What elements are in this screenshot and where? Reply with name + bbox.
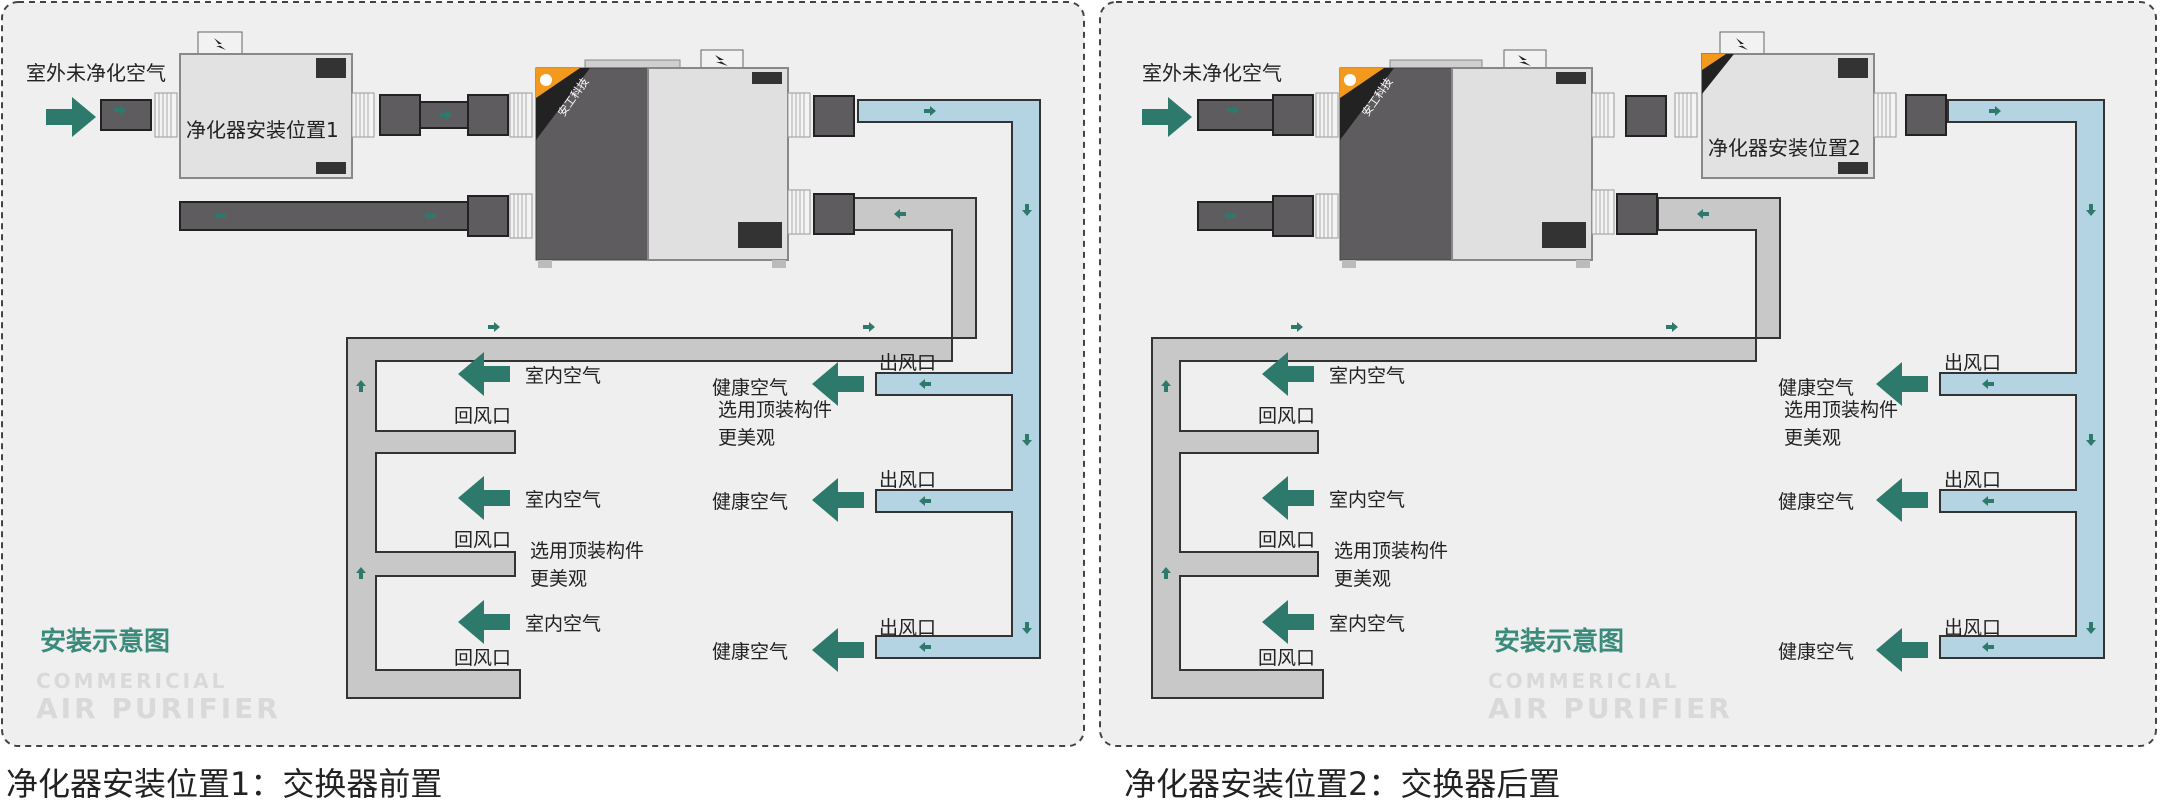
outlet-vent-label: 出风口 bbox=[1944, 469, 2001, 491]
power-icon bbox=[214, 38, 226, 50]
return-vent-label: 回风口 bbox=[454, 647, 511, 669]
indoor-air-label: 室内空气 bbox=[1329, 489, 1405, 511]
return-vent-label: 回风口 bbox=[454, 405, 511, 427]
purifier-unit: 净化器安装位置2 bbox=[1701, 31, 1875, 179]
indoor-air-label: 室内空气 bbox=[1329, 365, 1405, 387]
note-line: 选用顶装构件 bbox=[1334, 540, 1448, 562]
outdoor-air-label: 室外未净化空气 bbox=[26, 61, 166, 85]
note-line: 更美观 bbox=[530, 568, 587, 590]
indoor-air-label: 室内空气 bbox=[525, 613, 601, 635]
return-vent-label: 回风口 bbox=[1258, 405, 1315, 427]
note-line: 更美观 bbox=[1784, 427, 1841, 449]
healthy-air-label: 健康空气 bbox=[1778, 377, 1854, 399]
panel-1: 净化器安装位置1 安工科技 bbox=[1, 1, 1085, 803]
outdoor-air-label: 室外未净化空气 bbox=[1142, 61, 1282, 85]
indoor-air-label: 室内空气 bbox=[1329, 613, 1405, 635]
diagram-title: 安装示意图 bbox=[1494, 626, 1624, 657]
purifier-location-label: 净化器安装位置1 bbox=[186, 118, 339, 142]
healthy-air-label: 健康空气 bbox=[1778, 641, 1854, 663]
watermark-line-1: COMMERICIAL bbox=[1488, 669, 1679, 693]
panel-caption: 净化器安装位置1：交换器前置 bbox=[6, 765, 442, 803]
outlet-vent-label: 出风口 bbox=[879, 617, 936, 639]
note-line: 更美观 bbox=[1334, 568, 1391, 590]
indoor-air-label: 室内空气 bbox=[525, 365, 601, 387]
diagram-title: 安装示意图 bbox=[40, 626, 170, 657]
healthy-air-label: 健康空气 bbox=[712, 377, 788, 399]
indoor-air-label: 室内空气 bbox=[525, 489, 601, 511]
outlet-vent-label: 出风口 bbox=[879, 469, 936, 491]
return-vent-label: 回风口 bbox=[454, 529, 511, 551]
healthy-air-label: 健康空气 bbox=[712, 491, 788, 513]
watermark-line-2: AIR PURIFIER bbox=[36, 692, 281, 725]
healthy-air-label: 健康空气 bbox=[1778, 491, 1854, 513]
panel-2: 安工科技 净化器安装位置2 室外未净化空气 室内空气 回风口 bbox=[1099, 1, 2157, 803]
exhaust-duct bbox=[179, 201, 471, 231]
supply-duct bbox=[857, 99, 1041, 659]
note-line: 选用顶装构件 bbox=[1784, 399, 1898, 421]
heat-exchanger-unit: 安工科技 bbox=[535, 49, 789, 268]
outlet-vent-label: 出风口 bbox=[1944, 617, 2001, 639]
healthy-air-label: 健康空气 bbox=[712, 641, 788, 663]
outlet-vent-label: 出风口 bbox=[879, 352, 936, 374]
note-line: 选用顶装构件 bbox=[530, 540, 644, 562]
supply-duct bbox=[1939, 99, 2105, 659]
return-duct bbox=[1151, 197, 1781, 699]
panel-frame bbox=[1, 1, 1085, 747]
heat-exchanger-unit: 安工科技 bbox=[1339, 49, 1593, 268]
outlet-vent-label: 出风口 bbox=[1944, 352, 2001, 374]
note-line: 选用顶装构件 bbox=[718, 399, 832, 421]
purifier-unit: 净化器安装位置1 bbox=[179, 31, 353, 179]
purifier-location-label: 净化器安装位置2 bbox=[1708, 136, 1861, 160]
return-duct bbox=[346, 197, 977, 699]
return-vent-label: 回风口 bbox=[1258, 529, 1315, 551]
watermark-line-1: COMMERICIAL bbox=[36, 669, 227, 693]
return-vent-label: 回风口 bbox=[1258, 647, 1315, 669]
note-line: 更美观 bbox=[718, 427, 775, 449]
panel-caption: 净化器安装位置2：交换器后置 bbox=[1124, 765, 1560, 803]
watermark-line-2: AIR PURIFIER bbox=[1488, 692, 1733, 725]
